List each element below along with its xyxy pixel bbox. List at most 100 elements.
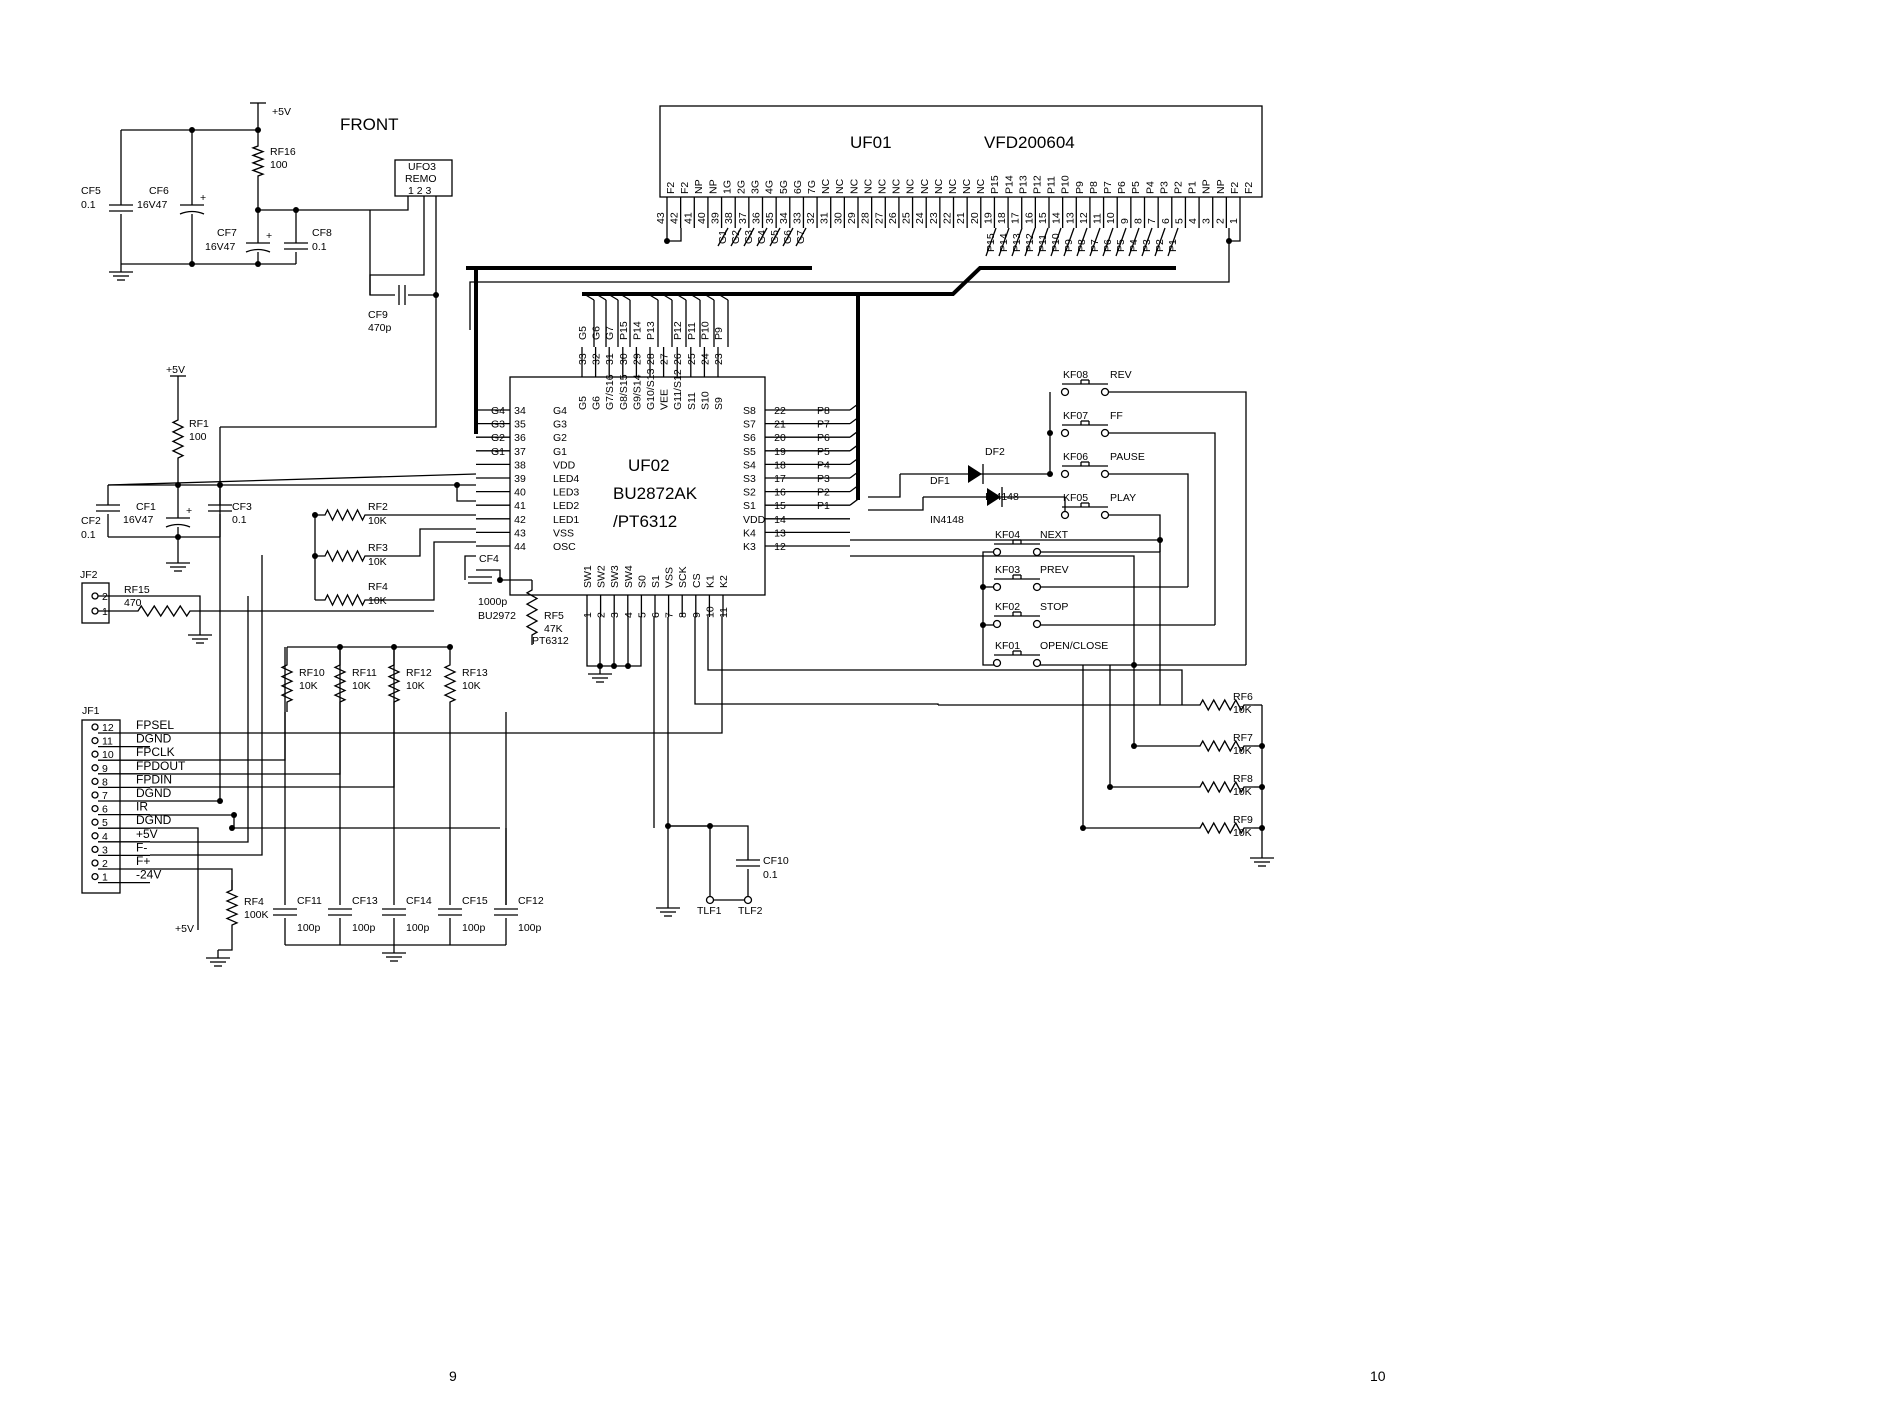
switch-ref: KF05 [1063,492,1088,504]
bus-entry [1128,227,1140,257]
rf1-ref: RF1 [189,418,209,430]
vcc-label-bottom: +5V [175,923,194,935]
driver-net-label: P4 [817,459,830,471]
df1-ref: DF1 [930,475,950,487]
terminal [91,845,99,854]
wire [476,569,501,580]
driver-pin-name: CS [691,573,703,588]
vfd-pin-number: 36 [751,212,763,224]
driver-pin-number: 26 [672,353,684,365]
driver-pin-name: G11/S12 [672,369,684,410]
vfd-pin-name: 5G [778,180,790,194]
rf5-note: BU2972 [478,610,516,622]
connector-jf1 [81,719,121,894]
terminal [91,607,99,615]
rf2-value: 10K [368,515,387,527]
rf3-value: 10K [368,556,387,568]
vfd-pin-number: 14 [1051,212,1063,224]
page-number-right: 10 [1370,1368,1386,1384]
bus-entry [689,293,701,301]
cf2-value: 0.1 [81,529,96,541]
driver-pin-name: VDD [743,514,766,526]
vfd-pin-number: 20 [969,212,981,224]
junction-dot [454,482,460,488]
driver-pin-number: 40 [514,487,526,499]
jf2-ref: JF2 [80,569,98,581]
vfd-pin-name: P13 [1017,175,1029,194]
driver-pin-number: 2 [596,612,608,618]
junction-dot [255,261,261,267]
wire [710,869,749,901]
driver-pin-name: VSS [553,527,574,539]
terminal [91,832,99,840]
vfd-net-label: G3 [743,230,755,244]
driver-pin-number: 30 [618,353,630,365]
terminal [91,872,99,881]
driver-pin-number: 7 [664,612,676,618]
bus-entry [985,227,997,257]
play-return [1105,514,1161,552]
df1-part: IN4148 [930,514,964,526]
cf3-ref: CF3 [232,501,252,513]
jf1-pin-label: F- [136,840,147,854]
junction-dot [664,238,670,244]
bus-entry [675,293,687,301]
driver-pin-name: G1 [553,446,567,458]
vfd-pin-name: NC [919,178,931,194]
rf8-value: 10K [1233,786,1252,798]
vfd-pin-name: P6 [1116,181,1128,194]
driver-net-label: G7 [604,326,616,340]
bus-entry [1154,227,1166,257]
vfd-pin-name: NC [947,178,959,194]
jf1-pin-number: 5 [102,817,108,829]
junction-dot [625,663,631,669]
cf2-ref: CF2 [81,515,101,527]
rf15-value: 470 [124,597,142,609]
junction-dot [255,127,261,133]
switch-label: STOP [1040,601,1068,613]
driver-pin-name: G3 [553,419,567,431]
terminal [992,547,1002,557]
bus-entry [849,485,859,493]
vfd-net-label: P12 [1024,233,1036,252]
vfd-pin-name: NP [1215,179,1227,194]
cf1-ref: CF1 [136,501,156,513]
vfd-pin-number: 31 [819,212,831,224]
bus-entry [849,471,859,479]
bus-p [582,266,1176,296]
bus-entry [849,430,859,438]
driver-pin-name: LED4 [553,473,579,485]
driver-net-label: P10 [699,321,711,340]
resistor-rf10 [280,655,294,712]
connector-jf2 [81,582,110,624]
vfd-pin-number: 35 [764,212,776,224]
driver-pin-name: SW2 [596,565,608,588]
capacitor-plate [165,523,191,528]
cf3-value: 0.1 [232,514,247,526]
cf12-value: 100p [518,922,542,934]
vfd-pin-number: 42 [669,212,681,224]
rf11-ref: RF11 [352,667,377,679]
tlf2-label: TLF2 [738,905,763,917]
cf11-ref: CF11 [297,895,322,907]
rf6-value: 10K [1233,704,1252,716]
vfd-pin-number: 7 [1146,218,1158,224]
vfd-net-label: P4 [1128,239,1140,252]
bus-entry [717,227,729,247]
jf2-pin: 1 [102,606,108,618]
vfd-pin-name: NC [933,178,945,194]
bus-entry [1115,227,1127,257]
driver-pin-name: G5 [577,396,589,410]
driver-pin-name: G7/S16 [604,374,616,410]
junction-dot [189,261,195,267]
k3-net [850,555,1135,665]
junction-dot [217,482,223,488]
cf1-value: 16V47 [123,514,154,526]
driver-ref: UF02 [628,456,670,475]
switch-label: PAUSE [1110,451,1145,463]
resistor-rf11 [333,655,347,712]
cf10-value: 0.1 [763,869,778,881]
bus-entry [661,293,673,301]
vfd-net-label: P13 [1011,233,1023,252]
